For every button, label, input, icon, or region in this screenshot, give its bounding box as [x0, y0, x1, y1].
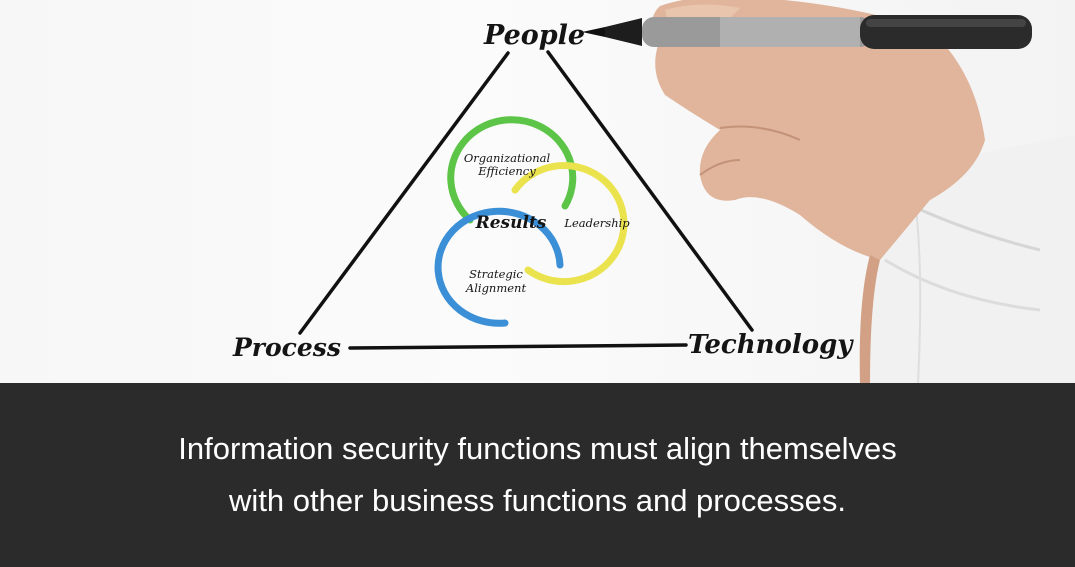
diagram-illustration: People Process Technology Organizational… [232, 0, 1075, 383]
vertex-process: Process [232, 333, 341, 362]
caption-line-1: Information security functions must alig… [178, 431, 897, 466]
vertex-people: People [483, 20, 585, 51]
vertex-technology: Technology [688, 330, 854, 360]
circle-leadership [511, 162, 628, 286]
marker-icon [582, 15, 1032, 49]
caption-bar: Information security functions must alig… [0, 383, 1075, 567]
label-efficiency: Efficiency [477, 164, 536, 178]
triangle [298, 50, 754, 350]
circle-strategic-alignment [434, 207, 564, 327]
label-strategic: Strategic [469, 267, 523, 281]
diagram-canvas: People Process Technology Organizational… [232, 0, 1075, 383]
label-leadership: Leadership [563, 216, 630, 230]
label-organizational: Organizational [464, 151, 551, 165]
triangle-right-side [546, 50, 754, 332]
label-results: Results [475, 213, 547, 233]
triangle-base [348, 343, 688, 350]
venn-diagram [434, 116, 628, 327]
label-alignment: Alignment [465, 281, 527, 295]
caption-line-2: with other business functions and proces… [229, 483, 846, 518]
triangle-left-side [298, 51, 510, 335]
